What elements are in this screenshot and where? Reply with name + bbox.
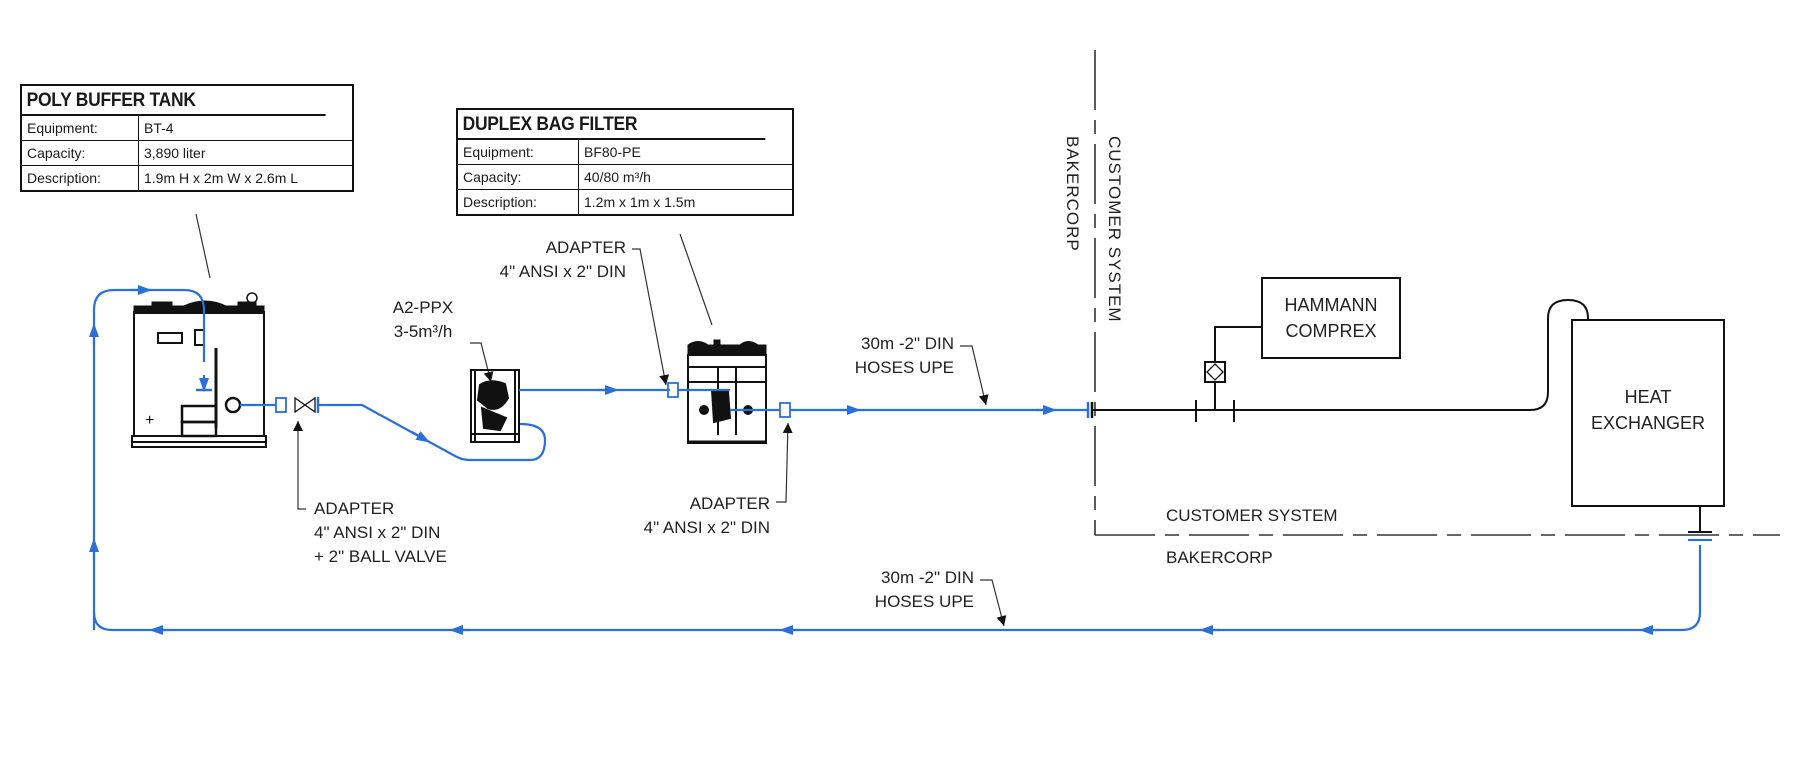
poly-buffer-tank-spec: POLY BUFFER TANK Equipment: BT-4 Capacit… <box>20 84 354 192</box>
bag-filter-icon <box>687 339 767 444</box>
spec-row: Capacity: 3,890 liter <box>22 140 352 166</box>
flow-lines <box>89 285 1712 635</box>
leader-lines <box>195 213 1007 627</box>
adapter-filter-out-line1: ADAPTER <box>689 494 770 513</box>
heat-exchanger-label: HEAT EXCHANGER <box>1572 384 1724 436</box>
adapter-filter-out-line2: 4" ANSI x 2" DIN <box>643 518 770 537</box>
poly-buffer-tank-title: POLY BUFFER TANK <box>22 86 326 116</box>
hose-return-line1: 30m -2" DIN <box>881 568 974 587</box>
leader-buffer-tank <box>195 213 211 279</box>
spec-row: Capacity: 40/80 m³/h <box>458 164 792 190</box>
pump-model: A2-PPX <box>392 298 454 317</box>
hose-supply-line2: HOSES UPE <box>854 358 954 377</box>
spec-key: Description: <box>458 189 579 214</box>
leader-bag-filter <box>679 233 713 326</box>
leader-pump <box>470 342 494 383</box>
spec-value: 1.2m x 1m x 1.5m <box>578 189 792 214</box>
spec-key: Description: <box>22 165 139 190</box>
poly-buffer-tank-icon: + <box>131 292 267 448</box>
flow-tank-inlet <box>92 288 206 630</box>
adapter-valve-line3: + 2" BALL VALVE <box>314 547 447 566</box>
spec-key: Equipment: <box>22 116 139 141</box>
customer-piping <box>1090 277 1725 533</box>
adapter-valve-label: ADAPTER 4" ANSI x 2" DIN + 2" BALL VALVE <box>314 497 447 569</box>
adapter-top-line1: ADAPTER <box>545 238 626 257</box>
pump-label: A2-PPX 3-5m³/h <box>378 296 468 344</box>
hose-supply-label: 30m -2" DIN HOSES UPE <box>800 332 954 380</box>
spec-row: Equipment: BF80-PE <box>458 140 792 165</box>
pump-capacity: 3-5m³/h <box>393 322 453 341</box>
spec-value: 1.9m H x 2m W x 2.6m L <box>138 165 352 190</box>
boundary-label-customer-vertical: CUSTOMER SYSTEM <box>1105 136 1124 323</box>
hammann-comprex-label: HAMMANN COMPREX <box>1262 292 1400 344</box>
hammann-comprex-box <box>1261 277 1401 359</box>
spec-row: Description: 1.9m H x 2m W x 2.6m L <box>22 165 352 190</box>
check-valve-icon <box>1204 361 1226 383</box>
spec-row: Equipment: BT-4 <box>22 116 352 141</box>
heat-exchanger-line2: EXCHANGER <box>1590 413 1706 433</box>
adapter-valve-line1: ADAPTER <box>314 499 395 518</box>
heat-exchanger-line1: HEAT <box>1624 387 1672 407</box>
boundary-label-bakercorp-horizontal: BAKERCORP <box>1166 548 1273 567</box>
flow-to-pump <box>318 403 547 462</box>
hammann-line2: COMPREX <box>1285 321 1377 341</box>
boundary-label-customer-horizontal: CUSTOMER SYSTEM <box>1166 506 1338 525</box>
spec-key: Equipment: <box>458 140 579 165</box>
svg-text:+: + <box>145 412 154 429</box>
spec-row: Description: 1.2m x 1m x 1.5m <box>458 189 792 214</box>
leader-hose-supply <box>960 345 989 406</box>
duplex-bag-filter-title: DUPLEX BAG FILTER <box>458 110 766 140</box>
line-to-heat-exchanger <box>1092 298 1589 411</box>
leader-adapter-valve <box>293 421 306 510</box>
boundary-label-bakercorp-vertical: BAKERCORP <box>1063 136 1082 252</box>
hammann-line1: HAMMANN <box>1284 295 1378 315</box>
hose-supply-line1: 30m -2" DIN <box>861 334 954 353</box>
flow-return <box>92 545 1702 632</box>
adapter-filter-out-label: ADAPTER 4" ANSI x 2" DIN <box>590 492 770 540</box>
hose-return-line2: HOSES UPE <box>874 592 974 611</box>
spec-key: Capacity: <box>458 164 579 190</box>
adapter-top-label: ADAPTER 4" ANSI x 2" DIN <box>450 236 626 284</box>
boundary-lines <box>1094 50 1780 536</box>
spec-value: 40/80 m³/h <box>578 164 792 190</box>
adapter-top-line2: 4" ANSI x 2" DIN <box>499 262 626 281</box>
leader-hose-return <box>980 579 1007 627</box>
heat-exchanger-box <box>1571 319 1725 507</box>
spec-value: BT-4 <box>144 120 174 136</box>
leader-adapter-filter-out <box>776 422 793 503</box>
duplex-bag-filter-spec: DUPLEX BAG FILTER Equipment: BF80-PE Cap… <box>456 108 794 216</box>
spec-value: 3,890 liter <box>138 140 352 166</box>
spec-value: BF80-PE <box>584 144 641 160</box>
leader-adapter-top <box>632 248 670 386</box>
adapter-valve-line2: 4" ANSI x 2" DIN <box>314 523 441 542</box>
pump-icon <box>470 369 520 443</box>
spec-key: Capacity: <box>22 140 139 166</box>
hose-return-label: 30m -2" DIN HOSES UPE <box>820 566 974 614</box>
